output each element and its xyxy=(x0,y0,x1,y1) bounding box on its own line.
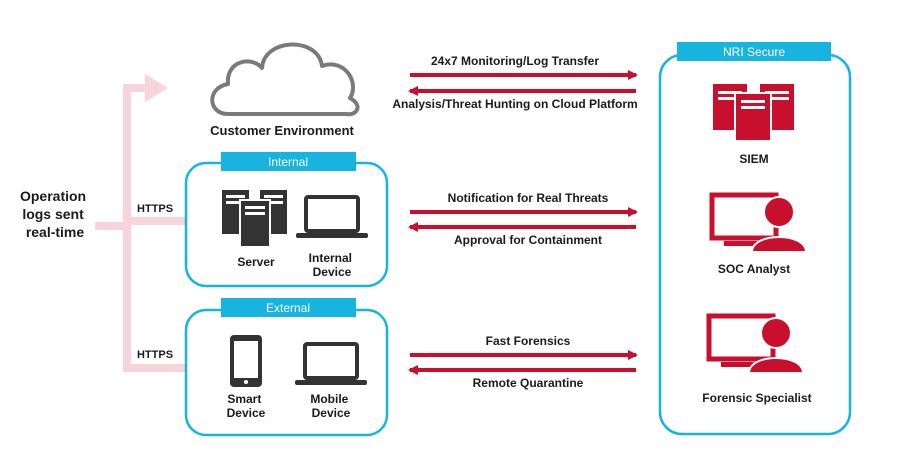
server-label: Server xyxy=(237,255,275,269)
log-flow-arrowhead xyxy=(145,74,168,102)
nri-secure-tab xyxy=(677,42,831,61)
operation-log-flow xyxy=(95,74,186,372)
approval-label: Approval for Containment xyxy=(454,233,602,247)
specialist-monitor-icon xyxy=(706,313,805,374)
nri-secure-group: NRI Secure SIEM SOC Analyst Forensic xyxy=(658,42,852,436)
soc-analyst-label: SOC Analyst xyxy=(718,262,790,276)
internal-device-line2: Device xyxy=(313,265,352,279)
server-icon xyxy=(222,190,287,248)
mobile-device-line2: Device xyxy=(312,406,351,420)
mobile-device-line1: Mobile xyxy=(310,392,348,406)
customer-environment-label: Customer Environment xyxy=(210,123,354,138)
smartphone-icon xyxy=(230,335,262,387)
forensics-arrow-pair xyxy=(408,350,638,375)
external-tab xyxy=(221,298,356,317)
siem-server-icon xyxy=(713,84,794,142)
https-label-external: HTTPS xyxy=(137,349,173,361)
internal-device-line1: Internal xyxy=(309,251,352,265)
monitoring-label: 24x7 Monitoring/Log Transfer xyxy=(431,54,599,68)
monitoring-arrow-pair xyxy=(408,70,638,96)
operation-logs-line2: logs sent xyxy=(22,206,84,222)
internal-group: Internal Server Internal Device xyxy=(184,152,389,288)
internal-device-label: Internal Device xyxy=(309,251,356,279)
nri-secure-title: NRI Secure xyxy=(723,45,785,59)
forensic-specialist-label: Forensic Specialist xyxy=(702,391,811,405)
smart-device-line1: Smart xyxy=(227,392,261,406)
operation-logs-line3: real-time xyxy=(26,224,85,240)
external-group: External Smart Device Mobile Device xyxy=(184,298,389,437)
analysis-label: Analysis/Threat Hunting on Cloud Platfor… xyxy=(392,97,637,111)
smart-device-line2: Device xyxy=(227,406,266,420)
analyst-monitor-icon xyxy=(709,192,808,253)
laptop-icon xyxy=(296,195,368,238)
smart-device-label: Smart Device xyxy=(227,392,266,420)
operation-logs-line1: Operation xyxy=(20,188,86,204)
operation-logs-label: Operation logs sent real-time xyxy=(20,188,90,240)
external-title: External xyxy=(266,301,310,315)
laptop-icon xyxy=(295,342,367,385)
cloud-icon xyxy=(210,42,360,117)
notification-arrow-pair xyxy=(408,207,638,232)
forensics-label: Fast Forensics xyxy=(486,334,571,348)
https-label-internal: HTTPS xyxy=(137,203,173,215)
siem-label: SIEM xyxy=(739,152,768,166)
mobile-device-label: Mobile Device xyxy=(310,392,351,420)
internal-title: Internal xyxy=(268,155,308,169)
notification-label: Notification for Real Threats xyxy=(448,191,609,205)
internal-tab xyxy=(221,152,356,171)
quarantine-label: Remote Quarantine xyxy=(473,376,584,390)
